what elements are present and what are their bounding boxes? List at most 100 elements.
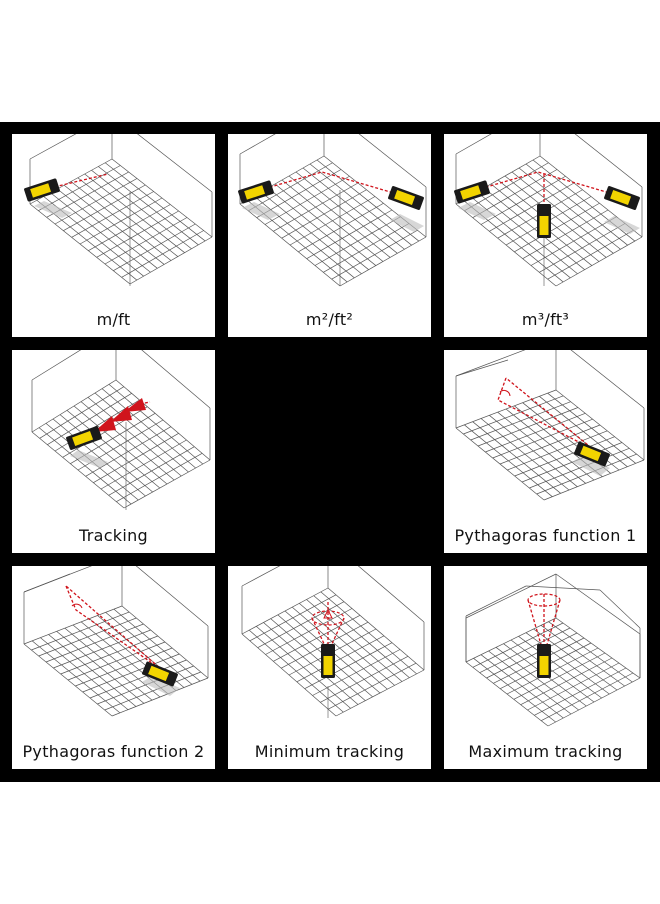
wall-edge	[31, 350, 82, 381]
grid-line	[104, 162, 206, 242]
grid-line	[514, 202, 600, 253]
floor-grid	[29, 158, 213, 285]
grid-line	[314, 216, 401, 266]
tracking-arrow	[124, 398, 146, 412]
grid-line	[541, 672, 634, 721]
laser-meter	[604, 186, 640, 210]
meter-display	[610, 190, 632, 205]
grid-line	[111, 158, 213, 238]
grid-line	[306, 209, 393, 259]
grid-line	[335, 669, 425, 717]
wall-edge	[358, 134, 427, 188]
meter-display	[539, 656, 549, 675]
grid-line	[302, 167, 405, 250]
panel-label: Maximum tracking	[468, 742, 623, 761]
grid-line	[295, 171, 398, 254]
wall-edge	[241, 566, 281, 587]
grid-line	[281, 179, 384, 262]
grid-line	[100, 439, 187, 490]
panel-area: m²/ft²	[228, 134, 431, 337]
panel-minimum-tracking: Minimum tracking	[228, 566, 431, 769]
grid-line	[547, 229, 634, 280]
laser-beam	[497, 377, 595, 451]
meter-display	[244, 185, 265, 200]
grid-line	[511, 171, 614, 254]
meter-shadow	[142, 676, 180, 696]
wall-edge	[23, 566, 93, 593]
grid-line	[525, 163, 628, 246]
panel-label: Pythagoras function 1	[454, 526, 637, 545]
grid-line	[116, 453, 203, 502]
right-angle-mark	[71, 603, 83, 609]
grid-line	[555, 617, 641, 679]
grid-line	[313, 595, 410, 678]
panel-label: m³/ft³	[521, 310, 570, 329]
wall-edge	[555, 573, 641, 635]
wall-edge	[465, 573, 557, 619]
minimum-tracking-icon	[241, 566, 425, 718]
tracking-arrow	[94, 416, 116, 432]
distance-measure-icon	[24, 134, 213, 286]
panel-label: m²/ft²	[305, 310, 354, 329]
wall-edge	[525, 585, 601, 591]
laser-meter	[238, 180, 274, 204]
meter-shadow	[70, 450, 108, 468]
panel-pythagoras-1: Pythagoras function 1	[444, 350, 647, 553]
laser-meter	[454, 180, 490, 204]
laser-meter	[66, 426, 102, 450]
wall-edge	[455, 359, 509, 377]
meter-display	[580, 445, 602, 462]
grid-line	[121, 230, 204, 278]
meter-shadow	[242, 202, 280, 220]
floor-grid	[241, 587, 425, 717]
laser-beam	[65, 585, 163, 671]
meter-display	[148, 665, 170, 682]
tracking-arrow	[110, 406, 132, 422]
grid-line	[548, 621, 633, 683]
wall-edge	[465, 585, 527, 617]
grid-line	[104, 217, 188, 265]
grid-line	[539, 396, 628, 467]
wall-edge	[357, 566, 425, 623]
meter-display	[394, 190, 416, 205]
grid-line	[555, 236, 643, 287]
panel-label: Tracking	[78, 526, 148, 545]
meter-display	[30, 183, 51, 198]
grid-line	[105, 612, 193, 685]
panel-volume: m³/ft³	[444, 134, 647, 337]
grid-line	[328, 662, 417, 710]
tracking-arrows	[94, 398, 146, 432]
wall-edge	[599, 589, 641, 629]
panel-maximum-tracking: Maximum tracking	[444, 566, 647, 769]
grid-line	[331, 229, 418, 280]
grid-line	[547, 392, 636, 464]
grid-line	[518, 167, 621, 250]
grid-line	[327, 587, 425, 671]
wall-edge	[574, 134, 643, 188]
grid-line	[93, 433, 179, 483]
laser-beam	[475, 171, 621, 197]
grid-line	[518, 636, 602, 699]
laser-meter	[537, 644, 551, 678]
grid-line	[339, 236, 427, 287]
grid-line	[547, 677, 641, 727]
grid-line	[539, 223, 626, 273]
meter-display	[72, 431, 94, 446]
wall-edge	[29, 134, 77, 160]
panel-label: m/ft	[96, 310, 131, 329]
wall-edge	[137, 134, 213, 193]
meter-shadow	[604, 216, 640, 234]
grid-line	[323, 223, 410, 273]
panel-empty	[228, 350, 431, 553]
wall-edge	[239, 134, 276, 155]
volume-measure-icon	[454, 134, 643, 287]
grid-line	[288, 175, 391, 258]
grid-line	[536, 453, 637, 495]
grid-line	[316, 159, 420, 242]
grid-line	[121, 605, 209, 679]
function-grid: m/ft m²/ft² m³/ft³ Tracking Pythagoras f…	[0, 122, 660, 782]
maximum-tracking-icon	[465, 573, 641, 727]
tracking-arrowhead	[323, 608, 333, 619]
grid-line	[113, 223, 196, 271]
grid-line	[101, 388, 196, 469]
